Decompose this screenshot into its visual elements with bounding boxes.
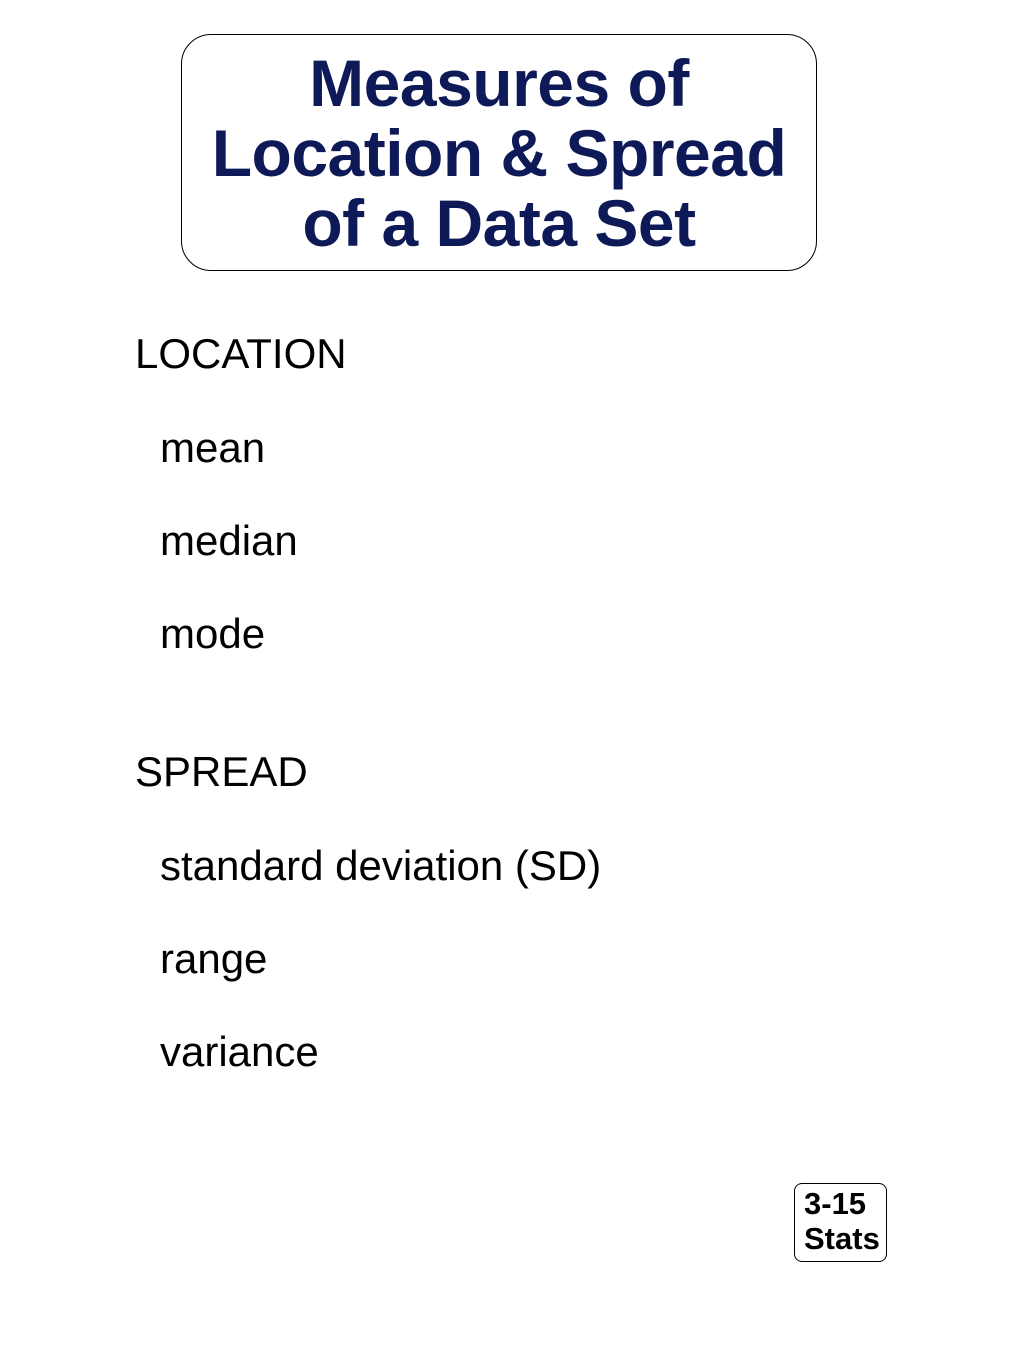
location-item-mean: mean	[160, 424, 266, 471]
page-title: Measures of Location & Spread of a Data …	[212, 48, 787, 258]
spread-item-variance: variance	[160, 1028, 319, 1075]
location-heading: LOCATION	[135, 330, 347, 377]
badge-label: Stats	[804, 1221, 880, 1256]
location-item-mode: mode	[160, 610, 266, 657]
title-box: Measures of Location & Spread of a Data …	[181, 34, 817, 271]
title-line-3: of a Data Set	[302, 185, 696, 260]
spread-item-standard-deviation: standard deviation (SD)	[160, 842, 602, 889]
badge-number: 3-15	[804, 1186, 867, 1221]
location-item-median: median	[160, 517, 298, 564]
title-line-1: Measures of	[309, 45, 689, 120]
spread-item-range: range	[160, 935, 268, 982]
title-line-2: Location & Spread	[211, 115, 787, 190]
slide-number-badge: 3-15 Stats	[794, 1183, 887, 1262]
spread-heading: SPREAD	[135, 748, 308, 795]
